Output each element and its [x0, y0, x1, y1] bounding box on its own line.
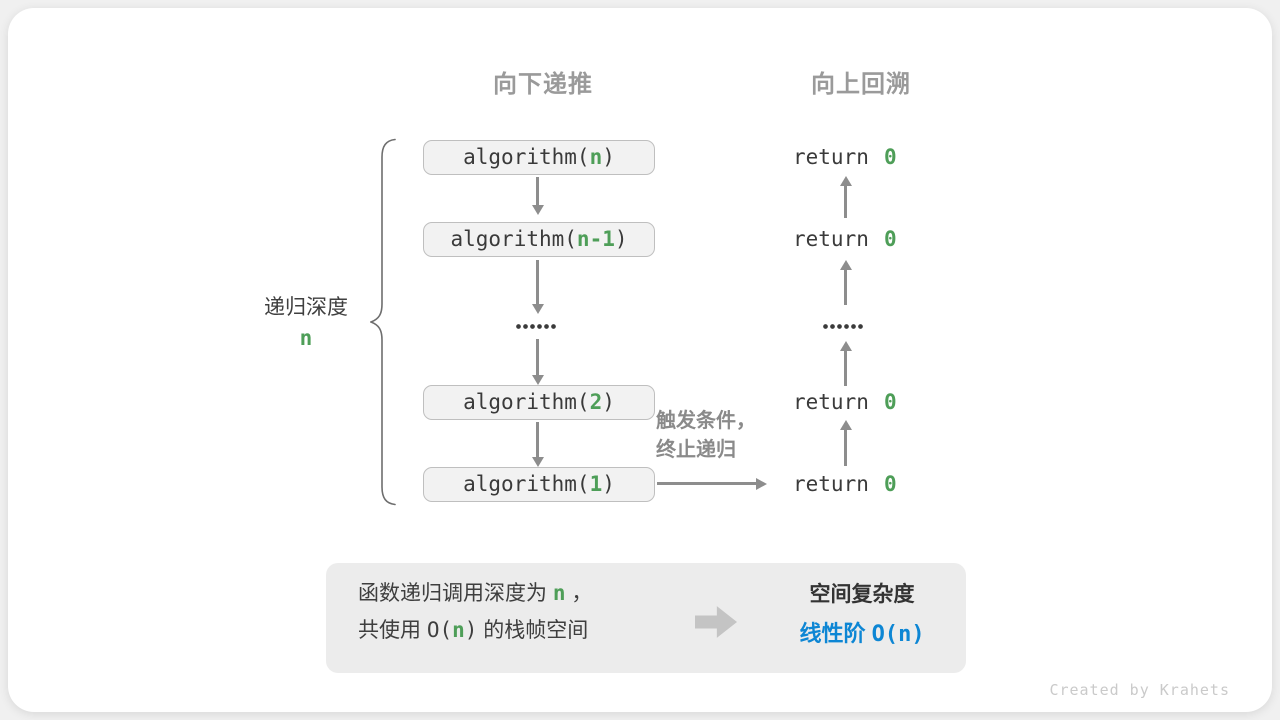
summary-text: 共使用 — [358, 619, 427, 642]
return-statement: return 0 — [793, 140, 897, 175]
trigger-line-2: 终止递归 — [656, 439, 736, 461]
up-arrow-icon — [844, 185, 847, 218]
space-complexity-result: 线性阶 O(n) — [756, 616, 968, 648]
summary-var: n — [552, 581, 566, 605]
big-o-open: O( — [426, 618, 453, 642]
call-box-algorithm-n: algorithm(n) — [423, 140, 655, 175]
diagram-panel: 向下递推 向上回溯 递归深度 n algorithm(n) algorithm(… — [8, 8, 1272, 712]
call-close: ) — [602, 145, 615, 169]
up-arrow-icon — [844, 429, 847, 466]
summary-text: 的栈帧空间 — [477, 619, 589, 642]
big-o-close: ) — [464, 618, 478, 642]
call-fn: algorithm( — [450, 227, 577, 251]
downward-recursion-header: 向下递推 — [493, 71, 593, 98]
down-arrow-icon — [536, 260, 539, 305]
down-arrow-icon — [536, 422, 539, 458]
return-value: 0 — [884, 145, 897, 169]
ellipsis-icon: ...... — [822, 323, 864, 330]
return-statement: return 0 — [793, 222, 897, 257]
return-keyword: return — [793, 472, 869, 496]
return-keyword: return — [793, 145, 869, 169]
summary-text: 函数递归调用深度为 — [358, 582, 553, 605]
recursion-depth-variable: n — [299, 326, 313, 350]
return-keyword: return — [793, 227, 869, 251]
summary-text: ， — [565, 582, 593, 605]
call-box-algorithm-1: algorithm(1) — [423, 467, 655, 502]
call-box-algorithm-2: algorithm(2) — [423, 385, 655, 420]
call-arg: 2 — [589, 390, 603, 414]
summary-var: n — [452, 618, 465, 642]
summary-line-1: 函数递归调用深度为 n ， — [358, 575, 688, 612]
up-arrow-icon — [844, 269, 847, 305]
return-statement: return 0 — [793, 467, 897, 502]
return-value: 0 — [884, 472, 897, 496]
trigger-condition-note: 触发条件， 终止递归 — [656, 407, 786, 465]
down-arrow-icon — [536, 339, 539, 376]
ellipsis-icon: ...... — [515, 323, 557, 330]
result-o-close: ) — [911, 622, 925, 647]
call-fn: algorithm( — [463, 145, 590, 169]
result-text: 线性阶 — [799, 621, 872, 646]
result-o-open: O( — [871, 622, 899, 647]
summary-conclusion: 空间复杂度 线性阶 O(n) — [756, 578, 968, 648]
call-arg: n — [589, 145, 603, 169]
up-arrow-icon — [844, 350, 847, 386]
call-fn: algorithm( — [463, 390, 590, 414]
down-arrow-icon — [536, 177, 539, 206]
summary-panel — [326, 563, 966, 673]
result-var: n — [898, 622, 912, 647]
call-close: ) — [602, 390, 615, 414]
call-arg: n-1 — [576, 227, 615, 251]
call-arg: 1 — [589, 472, 603, 496]
return-keyword: return — [793, 390, 869, 414]
call-fn: algorithm( — [463, 472, 590, 496]
call-box-algorithm-n-1: algorithm(n-1) — [423, 222, 655, 257]
base-case-arrow-icon — [657, 482, 757, 485]
recursion-depth-label: 递归深度 — [264, 296, 348, 319]
return-value: 0 — [884, 227, 897, 251]
upward-backtrack-header: 向上回溯 — [811, 71, 911, 98]
summary-description: 函数递归调用深度为 n ， 共使用 O(n) 的栈帧空间 — [358, 575, 688, 649]
space-complexity-title: 空间复杂度 — [809, 583, 915, 606]
return-statement: return 0 — [793, 385, 897, 420]
trigger-line-1: 触发条件， — [656, 410, 756, 432]
summary-line-2: 共使用 O(n) 的栈帧空间 — [358, 612, 688, 649]
call-close: ) — [614, 227, 628, 251]
credit-label: Created by Krahets — [1049, 681, 1230, 699]
curly-brace-icon — [370, 138, 396, 506]
return-value: 0 — [884, 390, 897, 414]
call-close: ) — [602, 472, 615, 496]
